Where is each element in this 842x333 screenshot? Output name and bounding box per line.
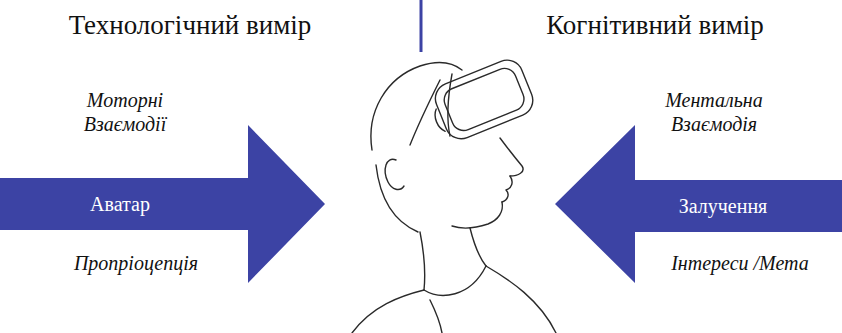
arrow-fill bbox=[0, 125, 325, 283]
neck-back bbox=[420, 232, 425, 290]
shirt-fold bbox=[430, 300, 442, 333]
vr-person-drawing bbox=[352, 55, 556, 333]
chin-jaw bbox=[452, 202, 502, 228]
shoulder-right bbox=[486, 266, 556, 333]
dimension-heading: Технологічний вимір bbox=[30, 10, 350, 41]
ear bbox=[385, 159, 404, 189]
dimension-heading: Когнітивний вимір bbox=[495, 10, 815, 41]
factor-label: Моторні Взаємодії bbox=[75, 88, 175, 136]
headset-front bbox=[441, 65, 528, 134]
factor-label: Пропріоцепція bbox=[36, 251, 236, 275]
factor-label: Інтереси /Мета bbox=[640, 251, 840, 275]
head-outline bbox=[371, 63, 462, 150]
lips bbox=[502, 176, 512, 202]
nose bbox=[500, 138, 523, 176]
divider-line bbox=[420, 0, 423, 52]
arrow-label: Залучення bbox=[679, 195, 768, 218]
factor-label: Ментальна Взаємодія bbox=[659, 88, 769, 136]
head-back bbox=[376, 165, 418, 232]
neck-front bbox=[470, 228, 486, 266]
arrow-label: Аватар bbox=[90, 193, 150, 216]
shoulder-left bbox=[352, 290, 424, 333]
headset-body bbox=[431, 55, 538, 143]
headset-side bbox=[432, 109, 445, 133]
arrow-fill bbox=[555, 125, 842, 283]
collar bbox=[424, 266, 486, 295]
